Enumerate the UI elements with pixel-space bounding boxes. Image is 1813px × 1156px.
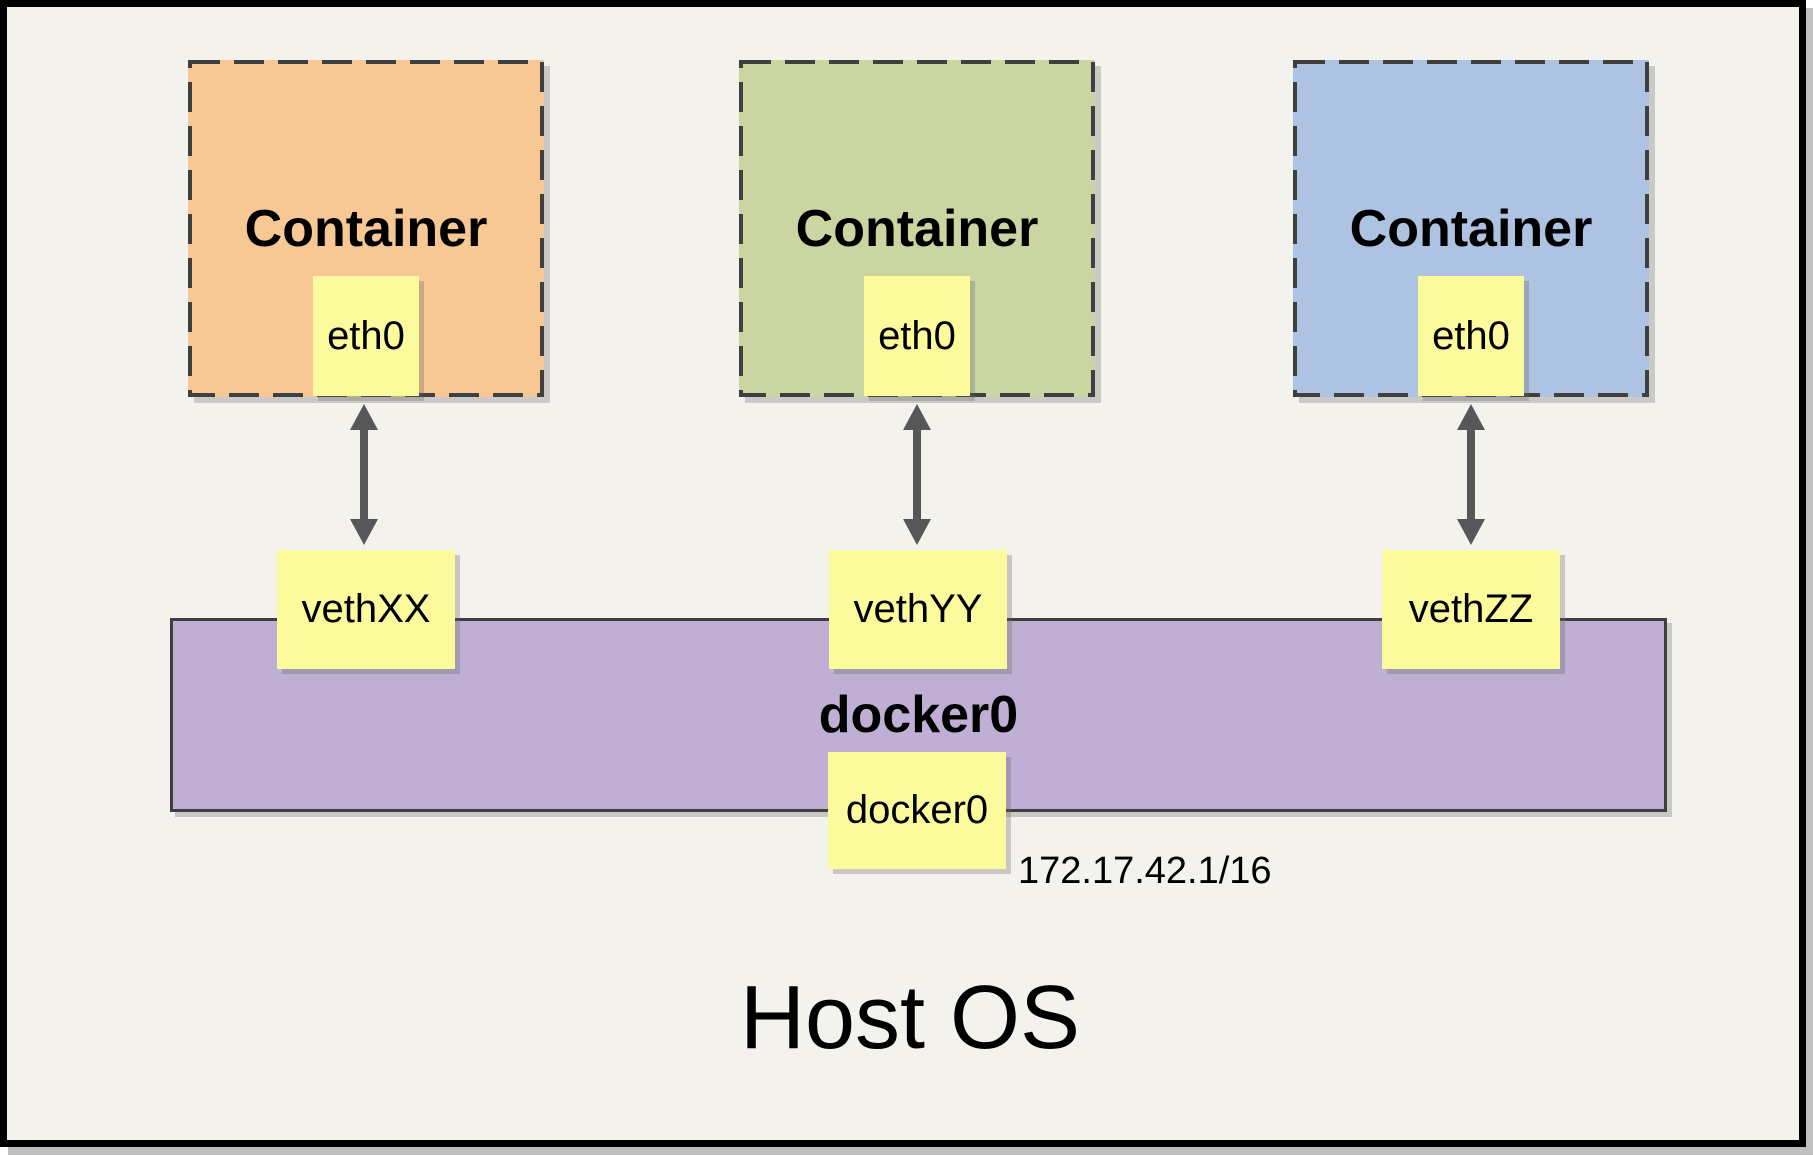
vethzz-label: vethZZ [1408, 587, 1534, 631]
container-box-3: Container eth0 [1293, 60, 1649, 397]
eth0-label: eth0 [878, 313, 956, 358]
docker0-bridge-label: docker0 [818, 686, 1019, 744]
docker0-node: docker0 [828, 752, 1006, 869]
container-box-2: Container eth0 [739, 60, 1095, 397]
vethxx-label: vethXX [301, 587, 431, 631]
vethyy-node: vethYY [829, 550, 1007, 669]
vethxx-node: vethXX [277, 550, 455, 669]
eth0-node-3: eth0 [1418, 276, 1524, 396]
veth-arrow-1 [350, 404, 378, 545]
eth0-node-2: eth0 [864, 276, 970, 396]
veth-arrow-2 [903, 404, 931, 545]
vethzz-node: vethZZ [1382, 550, 1560, 669]
vethyy-label: vethYY [853, 587, 983, 631]
eth0-label: eth0 [327, 313, 405, 358]
eth0-node-1: eth0 [313, 276, 419, 396]
docker0-node-label: docker0 [845, 788, 989, 832]
bridge-ip-label: 172.17.42.1/16 [1018, 850, 1272, 892]
eth0-label: eth0 [1432, 313, 1510, 358]
host-os-label: Host OS [739, 968, 1081, 1068]
veth-arrow-3 [1457, 404, 1485, 545]
container-box-1: Container eth0 [188, 60, 544, 397]
